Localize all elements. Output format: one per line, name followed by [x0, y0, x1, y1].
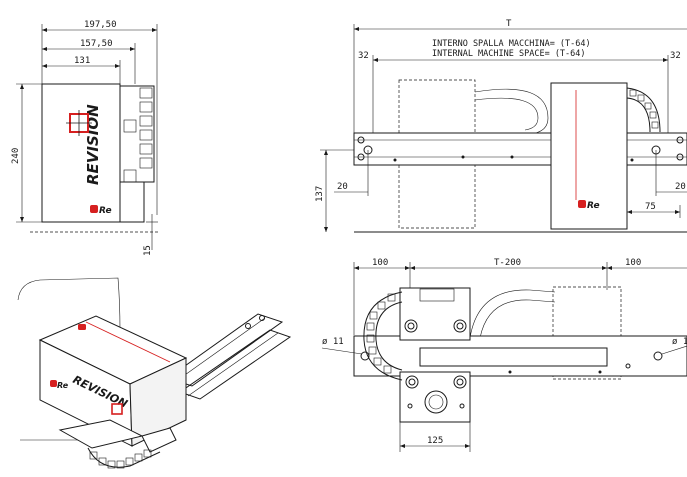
dim-side-height: 240	[11, 83, 42, 223]
iso-logo-badge: Re	[50, 380, 69, 390]
top-view: 100 T-200 100 ø 11 ø 1	[321, 258, 687, 452]
note-english: INTERNAL MACHINE SPACE= (T-64)	[432, 49, 586, 59]
dim-label-32-left: 32	[358, 51, 369, 61]
dim-label-75: 75	[645, 202, 656, 212]
dim-label-15: 15	[143, 245, 153, 256]
top-carriage	[399, 287, 608, 423]
dim-label-hole-left: ø 11	[322, 337, 344, 347]
dim-front-offset-right: 20	[655, 150, 687, 196]
side-brand-target-icon	[66, 110, 92, 136]
front-view: T INTERNO SPALLA MACCHINA= (T-64) INTERN…	[315, 19, 687, 233]
svg-text:Re: Re	[99, 206, 112, 216]
top-hole-left	[360, 351, 370, 361]
dim-label-20-left: 20	[337, 182, 348, 192]
dim-label-32-right: 32	[670, 51, 681, 61]
dim-front-carriage: 75	[627, 202, 681, 218]
dim-top-hole-left: ø 11	[321, 337, 363, 355]
dim-label-T-200: T-200	[494, 258, 521, 268]
dim-label-100-left: 100	[372, 258, 388, 268]
dim-front-offset-left: 20	[334, 150, 369, 196]
dim-label-157: 157,50	[80, 39, 113, 49]
front-carriage	[550, 82, 628, 230]
isometric-view: REVISION Re	[17, 277, 292, 469]
front-logo-badge: Re	[578, 200, 600, 211]
dim-front-height: 137	[315, 149, 354, 232]
dim-top-base: 125	[399, 422, 471, 452]
dim-label-131: 131	[74, 56, 90, 66]
dim-label-240: 240	[11, 148, 21, 164]
dim-mid-width: 157,50	[42, 39, 136, 84]
dim-label-hole-right: ø 1	[672, 337, 687, 347]
dim-side-gap: 15	[143, 214, 158, 256]
note-italian: INTERNO SPALLA MACCHINA= (T-64)	[432, 39, 591, 49]
svg-text:Re: Re	[587, 201, 600, 211]
dim-top-hole-right: ø 1	[661, 337, 687, 355]
iso-cable-chain	[87, 447, 161, 469]
front-ghost-cable	[474, 88, 549, 135]
dim-label-125: 125	[427, 436, 443, 446]
dim-label-20-right: 20	[675, 182, 686, 192]
iso-housing	[38, 315, 188, 447]
side-view: 197,50 157,50 131	[11, 20, 160, 256]
front-beam	[353, 132, 687, 166]
dim-label-100-right: 100	[625, 258, 641, 268]
svg-text:Re: Re	[57, 381, 69, 390]
front-cable-chain	[626, 87, 661, 133]
dim-top-row: 100 T-200 100	[353, 258, 687, 335]
iso-base	[58, 419, 177, 453]
side-cable-chain	[119, 85, 155, 223]
top-hole-right	[653, 351, 663, 361]
side-logo-badge: Re	[90, 205, 112, 216]
side-body	[41, 83, 121, 223]
iso-top-logo-icon	[78, 324, 86, 330]
dim-label-T: T	[506, 19, 512, 29]
dim-total-width: 197,50	[41, 20, 158, 215]
top-ghost-cable	[469, 289, 556, 339]
dim-front-internal	[372, 55, 669, 135]
side-brand-text: REVISION	[84, 104, 102, 185]
dim-front-total: T	[353, 19, 687, 135]
top-cable-chain	[363, 291, 403, 381]
dim-label-137: 137	[315, 186, 325, 202]
iso-brand-target-icon	[111, 403, 123, 415]
dim-label-197: 197,50	[84, 20, 117, 30]
dim-body-width: 131	[42, 56, 121, 84]
